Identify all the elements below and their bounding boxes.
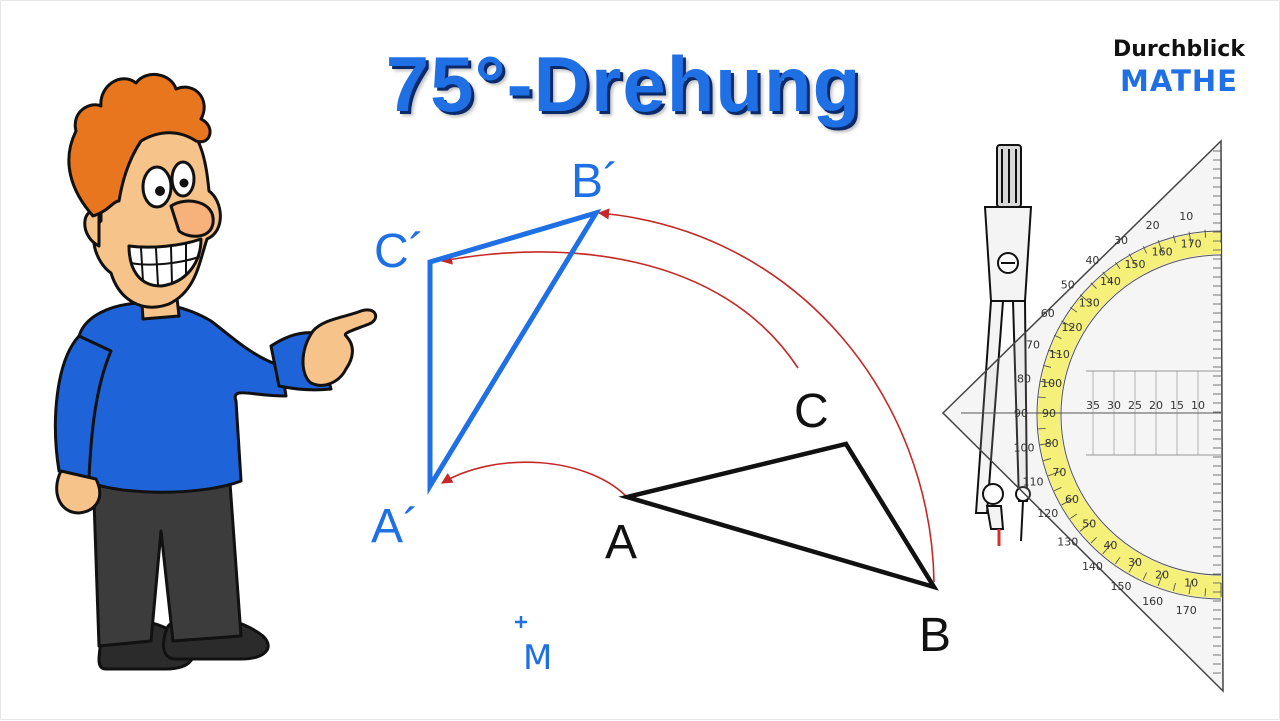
inner-degree-label: 150 <box>1125 258 1146 271</box>
inner-degree-label: 90 <box>1042 407 1056 420</box>
inner-degree-label: 50 <box>1082 518 1096 531</box>
outer-degree-label: 60 <box>1041 307 1055 320</box>
compass-tool <box>974 144 1033 546</box>
label-a-prime: A´ <box>371 500 419 553</box>
label-c: C <box>794 385 829 438</box>
cartoon-teacher <box>53 73 378 671</box>
inner-degree-label: 140 <box>1100 275 1121 288</box>
label-c-prime: C´ <box>374 225 425 278</box>
arc-tick <box>1039 380 1054 384</box>
arc-tick <box>1070 307 1078 313</box>
arc-tick <box>1102 271 1113 284</box>
center-label: M <box>523 638 552 678</box>
arc-tick <box>1054 334 1062 339</box>
center-scale-label: 25 <box>1128 399 1142 412</box>
arc-tick <box>1204 229 1207 238</box>
outer-degree-label: 130 <box>1057 536 1078 549</box>
inner-degree-label: 160 <box>1152 245 1173 258</box>
inner-degree-label: 80 <box>1045 437 1059 450</box>
arc-tick <box>1039 442 1054 446</box>
arc-tick <box>1128 253 1137 266</box>
arc-tick <box>1047 349 1062 356</box>
brand-line-2: MATHE <box>1120 64 1238 98</box>
arc-tick <box>1037 396 1046 399</box>
outer-degree-label: 150 <box>1111 580 1132 593</box>
arc-tick <box>1188 231 1192 246</box>
original-triangle <box>618 441 939 591</box>
arc-tick <box>1157 239 1164 254</box>
outer-degree-label: 170 <box>1176 604 1197 617</box>
arc-tick <box>1115 262 1121 270</box>
center-scale-label: 35 <box>1086 399 1100 412</box>
arc-tick <box>1188 580 1192 595</box>
arc-tick <box>1054 487 1062 492</box>
arc-tick <box>1157 572 1164 587</box>
center-scale-label: 30 <box>1107 399 1121 412</box>
inner-degree-label: 10 <box>1184 576 1198 589</box>
arc-tick <box>1037 427 1046 430</box>
inner-degree-label: 40 <box>1103 539 1117 552</box>
set-square-protractor: 1020304050607080901001101201301401501601… <box>941 139 1224 693</box>
center-scale-label: 15 <box>1170 399 1184 412</box>
outer-degree-label: 30 <box>1114 234 1128 247</box>
rotation-center-mark <box>515 616 527 628</box>
arc-tick <box>1204 588 1207 597</box>
arc-tick <box>1115 556 1121 564</box>
inner-degree-label: 30 <box>1128 556 1142 569</box>
arc-tick <box>1061 320 1074 329</box>
center-scale-label: 10 <box>1191 399 1205 412</box>
outer-degree-label: 140 <box>1082 560 1103 573</box>
outer-degree-label: 20 <box>1146 219 1160 232</box>
center-scale-label: 20 <box>1149 399 1163 412</box>
arc-tick <box>1090 282 1097 289</box>
arc-tick <box>1070 513 1078 519</box>
outer-degree-label: 70 <box>1026 339 1040 352</box>
arc-tick <box>1047 470 1062 477</box>
outer-degree-label: 80 <box>1017 372 1031 385</box>
arc-tick <box>1043 364 1052 368</box>
rotation-arc-a <box>441 461 628 498</box>
outer-degree-label: 110 <box>1023 475 1044 488</box>
inner-degree-label: 70 <box>1052 466 1066 479</box>
arc-tick <box>1061 497 1074 506</box>
rotation-arc-c <box>440 251 799 369</box>
inner-degree-label: 170 <box>1181 238 1202 251</box>
label-a: A <box>605 516 637 569</box>
arc-tick <box>1102 542 1113 555</box>
outer-degree-label: 40 <box>1085 254 1099 267</box>
arc-tick <box>1172 582 1176 591</box>
image-triangle <box>427 208 602 495</box>
outer-degree-label: 90 <box>1014 407 1028 420</box>
label-b: B <box>919 609 951 662</box>
inner-degree-label: 60 <box>1065 493 1079 506</box>
outer-degree-label: 120 <box>1037 507 1058 520</box>
outer-degree-label: 50 <box>1061 278 1075 291</box>
arc-tick <box>1142 572 1147 580</box>
outer-degree-label: 100 <box>1014 442 1035 455</box>
inner-degree-label: 130 <box>1079 296 1100 309</box>
arc-tick <box>1142 246 1147 254</box>
arc-tick <box>1043 458 1052 462</box>
outer-degree-label: 10 <box>1179 210 1193 223</box>
inner-degree-label: 110 <box>1049 348 1070 361</box>
inner-degree-label: 100 <box>1041 377 1062 390</box>
outer-degree-label: 160 <box>1142 595 1163 608</box>
inner-degree-label: 120 <box>1062 321 1083 334</box>
brand-line-1: Durchblick <box>1113 37 1245 62</box>
rotation-arc-b <box>597 208 935 583</box>
label-b-prime: B´ <box>571 155 619 208</box>
page-title: 75°-Drehung <box>385 40 862 128</box>
arc-tick <box>1079 294 1092 305</box>
arc-tick <box>1079 521 1092 532</box>
brand-logo: Durchblick MATHE <box>1099 37 1259 99</box>
arc-tick <box>1090 537 1097 544</box>
arc-tick <box>1128 560 1137 573</box>
inner-degree-label: 20 <box>1155 569 1169 582</box>
arc-tick <box>1172 235 1176 244</box>
